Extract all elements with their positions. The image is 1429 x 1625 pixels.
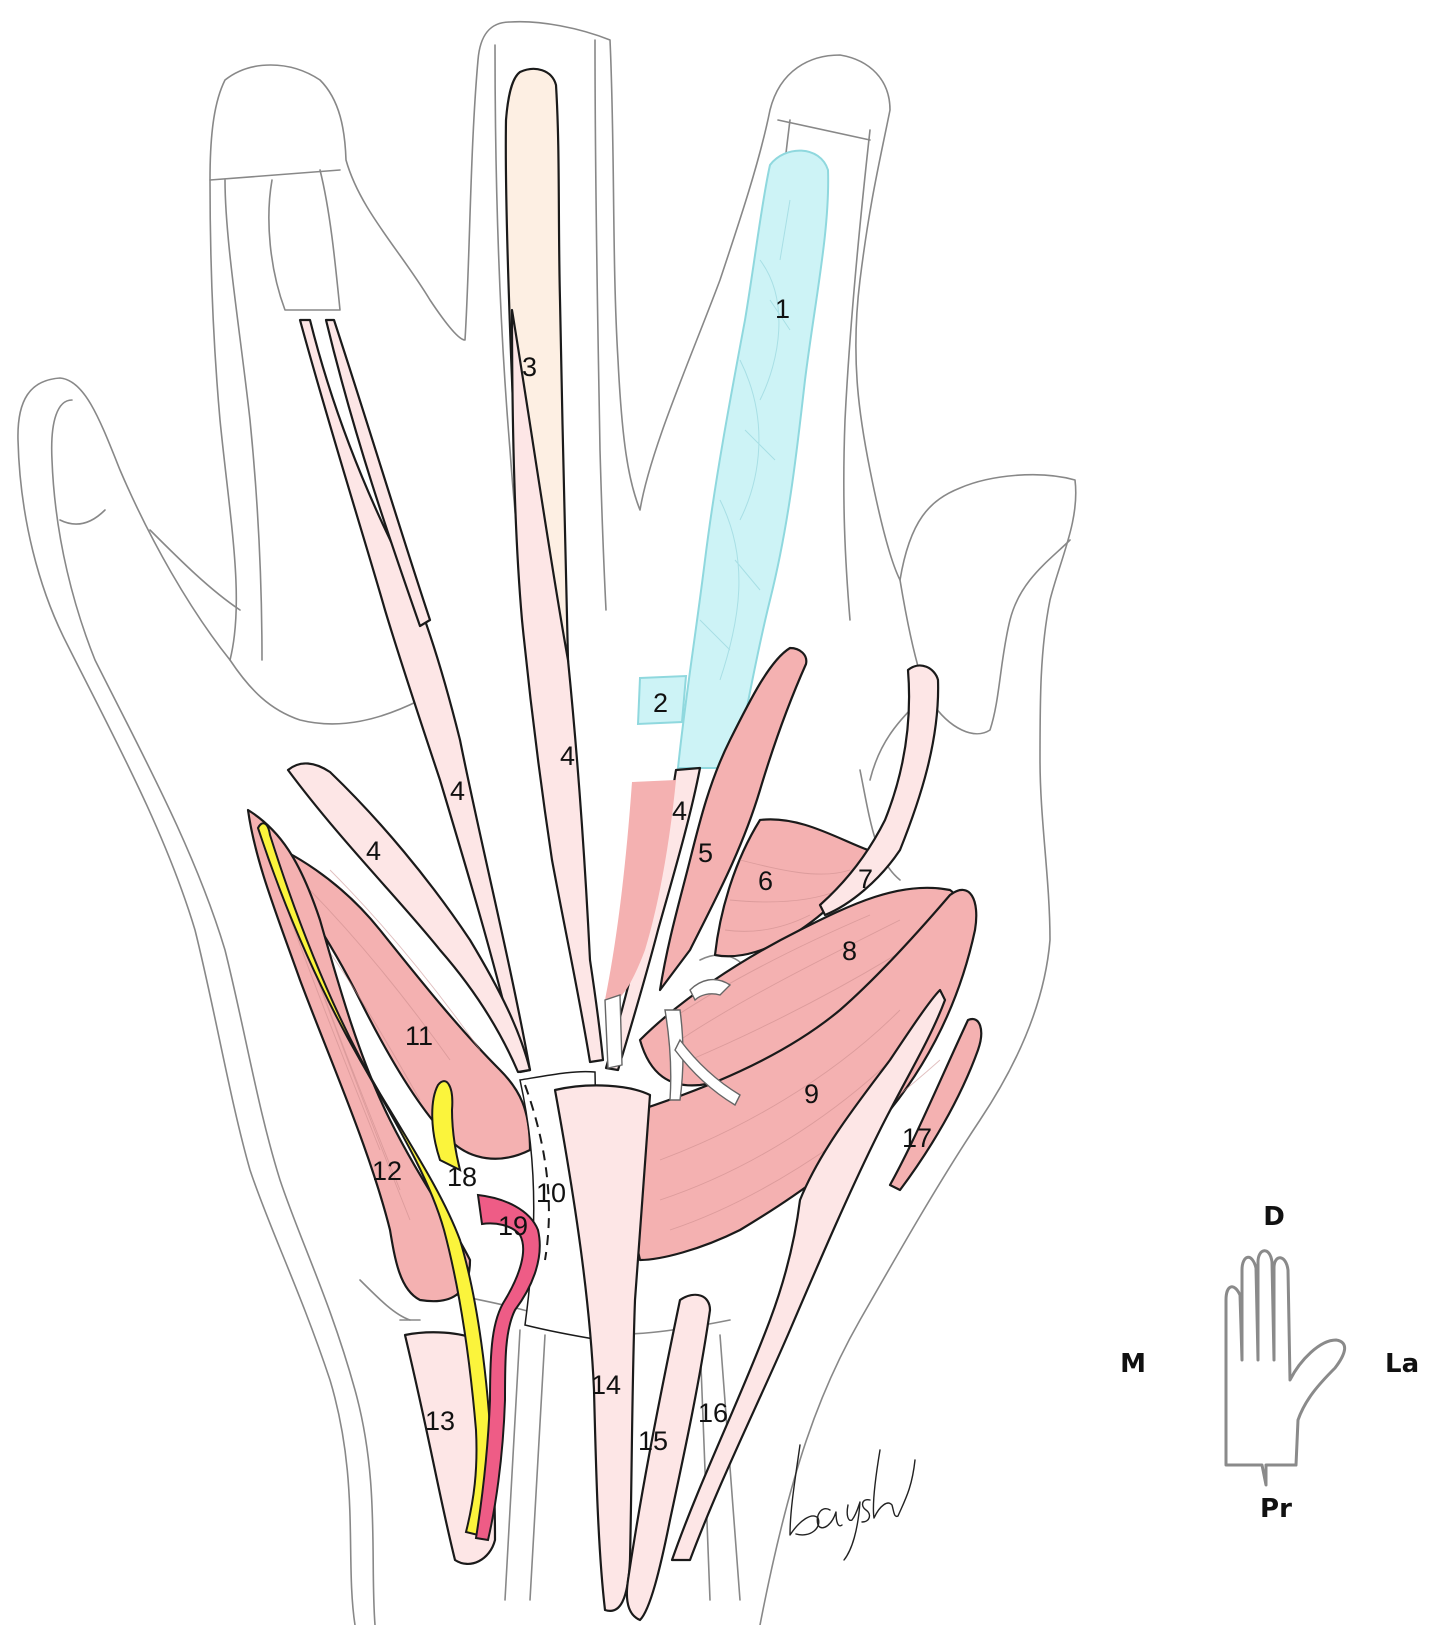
label-4-ring: 4 — [672, 796, 687, 826]
label-2: 2 — [653, 688, 668, 718]
label-18: 18 — [447, 1162, 477, 1192]
label-13: 13 — [425, 1406, 455, 1436]
label-7: 7 — [858, 864, 873, 894]
label-15: 15 — [638, 1426, 668, 1456]
flexor-sheath-1 — [678, 151, 828, 768]
orientation-distal-label: D — [1263, 1202, 1285, 1232]
label-1: 1 — [775, 294, 790, 324]
label-10: 10 — [536, 1178, 566, 1208]
label-14: 14 — [591, 1370, 621, 1400]
label-4-index: 4 — [450, 776, 465, 806]
label-12: 12 — [372, 1156, 402, 1186]
label-19: 19 — [498, 1211, 528, 1241]
orientation-lateral-label: La — [1385, 1349, 1419, 1379]
label-17: 17 — [902, 1123, 932, 1153]
label-3: 3 — [522, 352, 537, 382]
label-4-little: 4 — [366, 836, 381, 866]
tendon-15 — [627, 1295, 710, 1620]
orientation-inset: D M La Pr — [1120, 1202, 1419, 1524]
label-8: 8 — [842, 936, 857, 966]
orientation-medial-label: M — [1120, 1349, 1146, 1379]
label-11: 11 — [405, 1021, 433, 1051]
hand-orientation-icon — [1226, 1251, 1345, 1485]
label-4-middle: 4 — [560, 741, 575, 771]
artist-signature — [790, 1445, 915, 1560]
label-9: 9 — [804, 1079, 819, 1109]
label-16: 16 — [698, 1398, 728, 1428]
label-5: 5 — [698, 838, 713, 868]
orientation-proximal-label: Pr — [1260, 1494, 1292, 1524]
label-6: 6 — [758, 866, 773, 896]
